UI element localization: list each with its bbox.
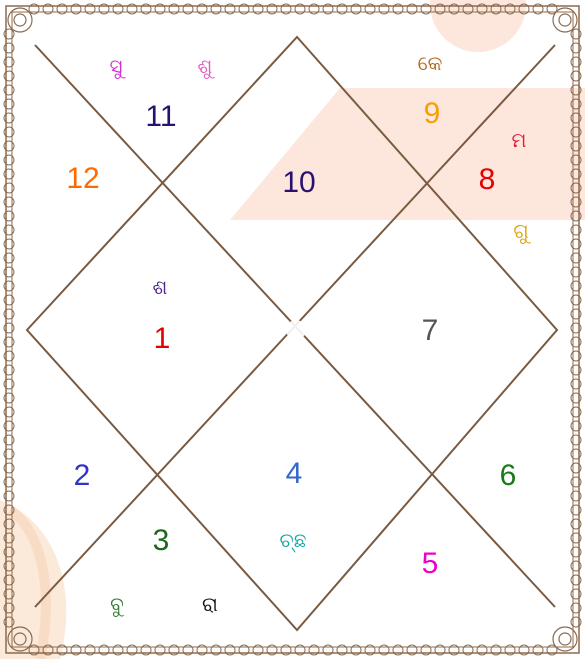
house-number: 4 xyxy=(286,459,303,489)
house-number: 7 xyxy=(422,316,439,346)
house-number: 6 xyxy=(500,461,517,491)
house-number: 2 xyxy=(74,461,91,491)
house-number: 11 xyxy=(145,102,176,132)
planet-label: ସୁ xyxy=(109,56,122,76)
house-number: 9 xyxy=(424,99,441,129)
planet-label: ମ xyxy=(512,130,527,150)
planet-label: ରା xyxy=(202,594,218,614)
center-glow xyxy=(286,320,306,340)
house-number: 8 xyxy=(479,165,496,195)
planet-label: ବୁ xyxy=(110,594,124,614)
house-number: 12 xyxy=(66,164,99,194)
planet-label: ଚ୍ଛ xyxy=(280,530,307,550)
planet-label: ଶ xyxy=(153,277,168,297)
planet-label: କେ xyxy=(418,53,443,73)
house-number: 10 xyxy=(282,168,315,198)
house-number: 5 xyxy=(422,549,439,579)
house-number: 1 xyxy=(154,324,171,354)
planet-label: ଶୁ xyxy=(198,56,213,76)
planet-label: ଗୁ xyxy=(513,221,528,241)
house-number: 3 xyxy=(153,526,170,556)
